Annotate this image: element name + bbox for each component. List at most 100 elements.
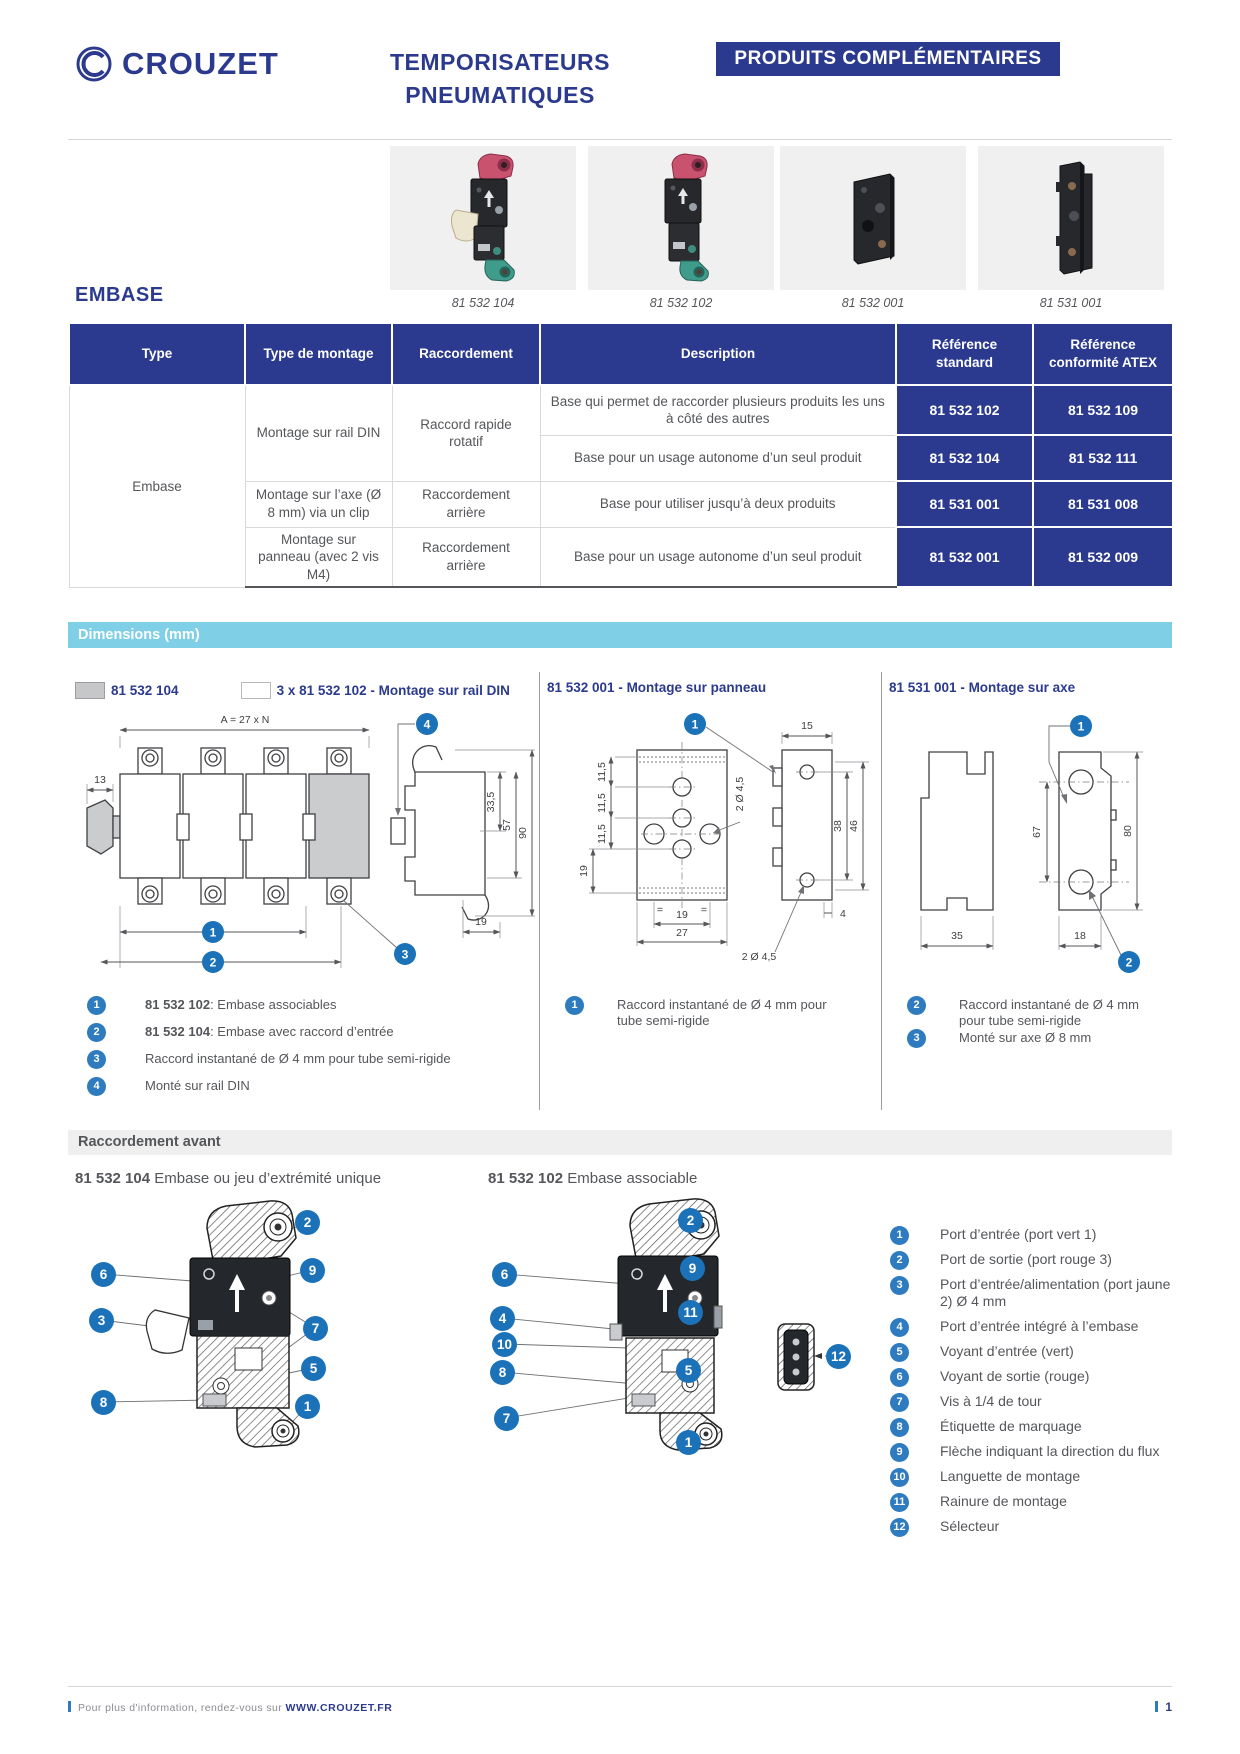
callout-4: 4	[490, 1306, 515, 1331]
equals-mark: =	[701, 904, 707, 916]
legend-item-4: 4 Port d’entrée intégré à l’embase	[880, 1318, 1172, 1337]
legend-item-3: 3 Port d’entrée/alimentation (port jaune …	[880, 1276, 1172, 1310]
footer-text: Pour plus d'information, rendez-vous sur	[78, 1701, 286, 1714]
dim-label-2d45-top: 2 Ø 4,5	[734, 777, 746, 812]
note-row: 4 Monté sur rail DIN	[75, 1077, 539, 1104]
product-photo-81531001	[978, 146, 1164, 290]
page-number-value: 1	[1165, 1700, 1172, 1714]
legend-badge: 3	[890, 1276, 909, 1295]
cell-description: Base pour utiliser jusqu’à deux produits	[539, 480, 897, 528]
callout-2: 2	[678, 1208, 703, 1233]
cell-raccord-rotatif: Raccord rapide rotatif	[391, 384, 541, 482]
legend-text: Étiquette de marquage	[940, 1418, 1082, 1434]
callout-9: 9	[680, 1256, 705, 1281]
legend-badge: 4	[890, 1318, 909, 1337]
dims-middle-title: 81 532 001 - Montage sur panneau	[547, 680, 767, 695]
footer-website-link[interactable]: WWW.CROUZET.FR	[285, 1701, 393, 1714]
product-image-3	[853, 173, 895, 265]
cell-montage-panneau: Montage sur panneau (avec 2 vis M4)	[244, 526, 393, 589]
dim-label-a27n: A = 27 x N	[221, 714, 270, 726]
cell-type: Embase	[68, 384, 246, 588]
dim-label-19: 19	[475, 916, 487, 928]
callout-8: 8	[490, 1360, 515, 1385]
exploded-view-81532102: 2 6 9 4 10 11 8 5 12 7 1	[478, 1198, 878, 1458]
dim-label-90: 90	[517, 827, 529, 839]
dim-label-2d45-bottom: 2 Ø 4,5	[742, 951, 777, 963]
page-number: 1	[1155, 1700, 1172, 1714]
product-image-4	[1056, 161, 1093, 275]
legend-text: Port d’entrée intégré à l’embase	[940, 1318, 1139, 1334]
note-text: : Embase associables	[210, 997, 337, 1012]
legend-badge: 5	[890, 1343, 909, 1362]
embase-heading: EMBASE	[75, 284, 164, 306]
product-caption-4: 81 531 001	[1039, 296, 1103, 310]
white-swatch	[240, 681, 271, 699]
cell-raccord-arriere: Raccordement arrière	[391, 480, 541, 528]
note-text: Raccord instantané de Ø 4 mm pour tube s…	[959, 997, 1139, 1028]
section-badge: PRODUITS COMPLÉMENTAIRES	[716, 42, 1060, 76]
note-badge: 2	[87, 1023, 106, 1042]
dim-label-18: 18	[1074, 930, 1086, 942]
raccordement-section-bar: Raccordement avant	[68, 1130, 1172, 1155]
legend-badge: 6	[890, 1368, 909, 1387]
cell-ref-standard: 81 532 104	[895, 434, 1034, 482]
note-text: Monté sur rail DIN	[145, 1078, 250, 1093]
product-image-1	[451, 153, 515, 282]
equals-mark: =	[657, 904, 663, 916]
exploded-view-81532104: 2 6 9 3 7 5 8 1	[85, 1198, 415, 1448]
dim-label-115a: 11,5	[596, 762, 608, 782]
legend-badge: 2	[890, 1251, 909, 1270]
legend-badge: 7	[890, 1393, 909, 1412]
callout-2: 2	[1118, 951, 1140, 973]
note-text: : Embase avec raccord d’entrée	[210, 1024, 394, 1039]
legend-text: Flèche indiquant la direction du flux	[940, 1443, 1160, 1459]
col-header-type: Type	[68, 322, 246, 386]
svg-text:1: 1	[1078, 720, 1085, 734]
dims-left-notes: 1 81 532 102: Embase associables 2 81 53…	[75, 996, 539, 1104]
module-row	[119, 747, 370, 905]
cell-ref-standard: 81 532 001	[895, 525, 1034, 589]
legend-text: Port d’entrée/alimentation (port jaune 2…	[940, 1276, 1171, 1309]
dims-left-legend: 81 532 104 3 x 81 532 102 - Montage sur …	[75, 680, 539, 700]
cell-description: Base qui permet de raccorder plusieurs p…	[539, 384, 897, 436]
panneau-dimension-drawing: 11,5 11,5 11,5 19 2 Ø 4,5 = = 19 27	[578, 713, 869, 963]
callout-8: 8	[91, 1390, 116, 1415]
footer: Pour plus d'information, rendez-vous sur…	[68, 1700, 1172, 1714]
legend-text: Sélecteur	[940, 1518, 1000, 1534]
note-badge: 3	[907, 1029, 926, 1048]
legend-text: Port de sortie (port rouge 3)	[940, 1251, 1112, 1267]
legend-3x81532102: 3 x 81 532 102 - Montage sur rail DIN	[276, 682, 510, 698]
device-drawing-right	[501, 1198, 836, 1451]
note-badge: 1	[87, 996, 106, 1015]
rail-din-dimension-drawing: A = 27 x N 13	[86, 713, 535, 973]
note-badge: 1	[565, 996, 584, 1015]
note-ref: 81 532 102	[145, 997, 211, 1012]
callout-3: 3	[394, 943, 416, 965]
table-row: Base pour un usage autonome d’un seul pr…	[69, 434, 1174, 482]
legend-text: Vis à 1/4 de tour	[940, 1393, 1042, 1409]
callout-9: 9	[300, 1258, 325, 1283]
table-row: Montage sur panneau (avec 2 vis M4) Racc…	[69, 525, 1174, 589]
note-badge: 2	[907, 996, 926, 1015]
dim-label-46: 46	[848, 820, 860, 832]
page-title: TEMPORISATEURS PNEUMATIQUES	[360, 46, 640, 113]
note-row: 1 Raccord instantané de Ø 4 mm pour tube…	[547, 996, 881, 1029]
note-row: 1 81 532 102: Embase associables	[75, 996, 539, 1023]
col-header-description: Description	[539, 322, 897, 386]
cell-ref-atex: 81 532 009	[1032, 525, 1174, 589]
cell-description: Base pour un usage autonome d’un seul pr…	[539, 526, 897, 589]
legend-badge: 1	[890, 1226, 909, 1245]
fig-left-label: Embase ou jeu d’extrémité unique	[154, 1170, 382, 1187]
cell-raccord-arriere-2: Raccordement arrière	[391, 526, 541, 589]
footer-info: Pour plus d'information, rendez-vous sur…	[68, 1700, 393, 1714]
note-text: Raccord instantané de Ø 4 mm pour tube s…	[145, 1051, 451, 1066]
dims-middle-notes: 1 Raccord instantané de Ø 4 mm pour tube…	[547, 996, 881, 1029]
table-row: Montage sur l’axe (Ø 8 mm) via un clip R…	[69, 480, 1174, 528]
product-photo-81532001	[780, 146, 966, 290]
callout-6: 6	[492, 1262, 517, 1287]
cell-description: Base pour un usage autonome d’un seul pr…	[539, 434, 897, 482]
